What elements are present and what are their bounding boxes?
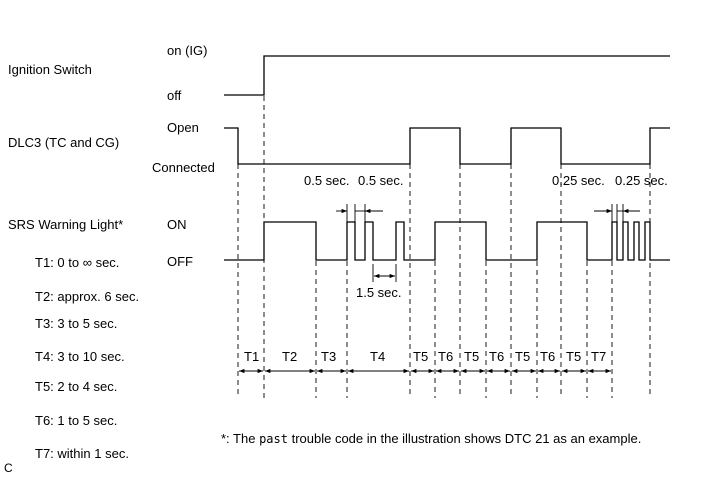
legend-t2: T2: approx. 6 sec. bbox=[35, 289, 140, 304]
timing-note-15: 1.5 sec. bbox=[356, 285, 402, 300]
corner-mark: C bbox=[4, 461, 13, 475]
timing-note-05a: 0.5 sec. bbox=[304, 173, 350, 188]
timing-note-05b: 0.5 sec. bbox=[358, 173, 404, 188]
period-label: T7 bbox=[591, 349, 607, 364]
ignition-waveform bbox=[224, 55, 670, 96]
timing-note-025a: 0.25 sec. bbox=[552, 173, 605, 188]
legend-t1: T1: 0 to ∞ sec. bbox=[35, 255, 120, 270]
period-label: T4 bbox=[370, 349, 386, 364]
period-label: T1 bbox=[244, 349, 260, 364]
period-label: T5 bbox=[566, 349, 582, 364]
ignition-on-label: on (IG) bbox=[167, 43, 208, 58]
legend-t3: T3: 3 to 5 sec. bbox=[35, 316, 118, 331]
footnote: *: The past trouble code in the illustra… bbox=[221, 432, 641, 445]
timing-ticks bbox=[346, 204, 624, 282]
footnote-code-word: past bbox=[259, 432, 288, 446]
dlc3-label: DLC3 (TC and CG) bbox=[8, 135, 120, 150]
period-label: T2 bbox=[282, 349, 298, 364]
footnote-suffix: trouble code in the illustration shows D… bbox=[287, 431, 642, 446]
ignition-switch-label: Ignition Switch bbox=[8, 62, 92, 77]
srs-on-label: ON bbox=[167, 217, 187, 232]
legend-t7: T7: within 1 sec. bbox=[35, 446, 129, 461]
period-label: T5 bbox=[515, 349, 531, 364]
srs-waveform bbox=[224, 221, 670, 261]
srs-off-label: OFF bbox=[167, 254, 193, 269]
srs-warning-light-label: SRS Warning Light* bbox=[8, 217, 124, 232]
period-label: T5 bbox=[413, 349, 429, 364]
period-label: T5 bbox=[464, 349, 480, 364]
period-label: T3 bbox=[321, 349, 337, 364]
reference-lines bbox=[237, 60, 651, 398]
legend-t5: T5: 2 to 4 sec. bbox=[35, 379, 118, 394]
period-label: T6 bbox=[438, 349, 454, 364]
legend-t6: T6: 1 to 5 sec. bbox=[35, 413, 118, 428]
dlc3-connected-label: Connected bbox=[152, 160, 215, 175]
period-label: T6 bbox=[489, 349, 505, 364]
period-label: T6 bbox=[540, 349, 556, 364]
dlc3-waveform bbox=[224, 127, 670, 165]
footnote-prefix: *: The bbox=[221, 431, 260, 446]
ignition-off-label: off bbox=[167, 88, 182, 103]
timing-note-025b: 0.25 sec. bbox=[615, 173, 668, 188]
legend-t4: T4: 3 to 10 sec. bbox=[35, 349, 125, 364]
dlc3-open-label: Open bbox=[167, 120, 199, 135]
